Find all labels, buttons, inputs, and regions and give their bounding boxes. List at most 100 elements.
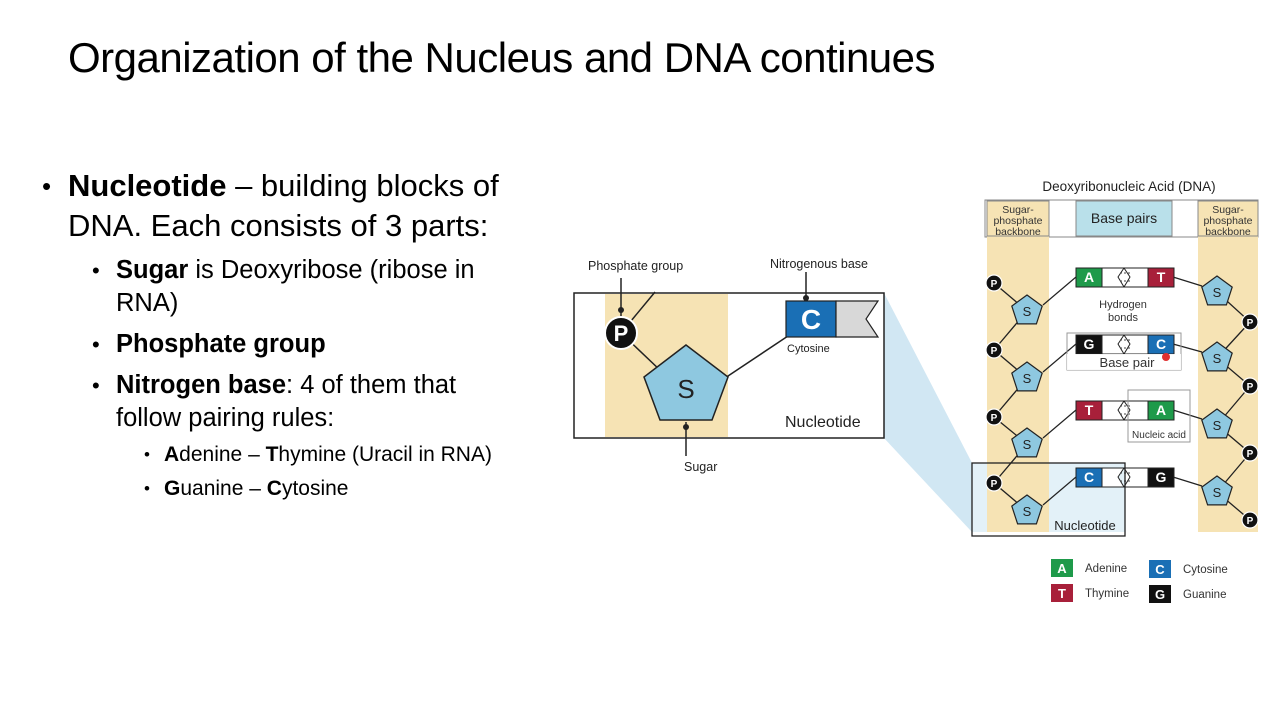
legend-letter-cytosine: C xyxy=(1155,562,1165,577)
base-tab-right xyxy=(1123,267,1149,288)
nitrogenous-base-label: Nitrogenous base xyxy=(770,257,868,271)
bullet-phosphate: • Phosphate group xyxy=(92,330,326,358)
left-backbone-label-3: backbone xyxy=(995,226,1041,238)
bullet-nitrogen: • Nitrogen base: 4 of them that follow p… xyxy=(92,371,457,432)
cytosine-label: Cytosine xyxy=(787,343,830,355)
right-phosphate-1 xyxy=(1241,377,1259,395)
bullet-pair-at: • Adenine – Thymine (Uracil in RNA) xyxy=(144,443,492,466)
base-tab-left xyxy=(1101,467,1125,488)
nucleotide-desc-1: – building blocks of xyxy=(226,168,499,203)
left-phosphate-1 xyxy=(985,341,1003,359)
sugar-label: Sugar xyxy=(684,460,717,474)
nucleotide-box-label: Nucleotide xyxy=(785,414,861,431)
base-letter-right: G xyxy=(1156,469,1167,485)
pair-g-letter: G xyxy=(164,477,181,500)
right-sugar-2 xyxy=(1201,408,1233,439)
base-tab-left xyxy=(1101,400,1125,421)
left-phosphate-2 xyxy=(985,408,1003,426)
legend-name-guanine: Guanine xyxy=(1183,589,1226,601)
left-sugar-2 xyxy=(1011,427,1043,458)
left-phosphate-0-letter: P xyxy=(991,279,998,290)
base-pairs-header-box xyxy=(1075,200,1173,237)
base-letter-right: T xyxy=(1157,269,1166,285)
pair-t-letter: T xyxy=(265,443,279,466)
base-G-right xyxy=(1147,467,1175,488)
base-pair-label: Base pair xyxy=(1100,355,1156,370)
nucleotide-highlight-box xyxy=(971,462,1126,537)
sugar-letter: S xyxy=(677,374,694,404)
cursor-dot xyxy=(1162,353,1170,361)
phosphate-term: Phosphate group xyxy=(116,330,326,358)
right-sugar-2-letter: S xyxy=(1213,418,1222,433)
base-tab-left xyxy=(1101,334,1125,355)
right-sugar-0-letter: S xyxy=(1213,285,1222,300)
left-phosphate-3-letter: P xyxy=(991,479,998,490)
legend-name-thymine: Thymine xyxy=(1085,588,1129,600)
dna-nucleotide-label: Nucleotide xyxy=(1054,518,1115,533)
base-tab-left xyxy=(1101,267,1125,288)
left-sugar-1-letter: S xyxy=(1023,371,1032,386)
legend-swatch-adenine xyxy=(1051,559,1073,577)
base-letter-left: G xyxy=(1084,336,1095,352)
legend-name-adenine: Adenine xyxy=(1085,563,1127,575)
base-c-box xyxy=(785,300,837,338)
right-backbone-label-3: backbone xyxy=(1205,226,1251,238)
phosphate-circle xyxy=(604,316,638,350)
left-sugar-2-letter: S xyxy=(1023,437,1032,452)
base-tab-right xyxy=(1123,467,1149,488)
left-backbone-label-2: phosphate xyxy=(993,215,1042,227)
right-phosphate-1-letter: P xyxy=(1247,382,1254,393)
right-phosphate-3 xyxy=(1241,511,1259,529)
zoom-funnel-edge xyxy=(884,293,972,532)
legend-swatch-thymine xyxy=(1051,584,1073,602)
left-sugar-1 xyxy=(1011,361,1043,392)
base-letter-left: C xyxy=(1084,469,1094,485)
base-pairs-header: Base pairs xyxy=(1091,210,1157,226)
right-backbone-label-1: Sugar- xyxy=(1212,204,1244,216)
right-connector xyxy=(1172,276,1203,287)
left-sugar-0 xyxy=(1011,294,1043,325)
pair-c-rest: ytosine xyxy=(281,477,349,500)
right-connector xyxy=(1172,343,1203,353)
base-A-right xyxy=(1147,400,1175,421)
left-connector xyxy=(1042,476,1077,506)
left-phosphate-0 xyxy=(985,274,1003,292)
legend-letter-thymine: T xyxy=(1058,586,1066,601)
legend-swatch-cytosine xyxy=(1149,560,1171,578)
right-sugar-1-letter: S xyxy=(1213,351,1222,366)
right-sugar-1 xyxy=(1201,341,1233,372)
sugar-desc-1: is Deoxyribose (ribose in xyxy=(188,256,475,284)
phosphate-group-label: Phosphate group xyxy=(588,259,683,273)
right-phosphate-3-letter: P xyxy=(1247,516,1254,527)
right-connector xyxy=(1172,409,1203,420)
hydrogen-bonds-label-1: Hydrogen xyxy=(1099,299,1147,311)
phosphate-letter: P xyxy=(614,321,629,346)
right-sugar-3-letter: S xyxy=(1213,485,1222,500)
base-letter-left: A xyxy=(1084,269,1094,285)
legend-letter-adenine: A xyxy=(1057,561,1067,576)
nitrogen-desc-1: : 4 of them that xyxy=(286,371,457,399)
hydrogen-bonds-label-2: bonds xyxy=(1108,312,1138,324)
bullet-sugar: • Sugar is Deoxyribose (ribose in RNA) xyxy=(92,256,475,317)
right-backbone-label-2: phosphate xyxy=(1203,215,1252,227)
left-phosphate-1-letter: P xyxy=(991,346,998,357)
sugar-pentagon xyxy=(643,344,729,421)
nucleic-acid-label: Nucleic acid xyxy=(1132,430,1186,441)
slide-title: Organization of the Nucleus and DNA cont… xyxy=(68,34,936,81)
right-phosphate-2 xyxy=(1241,444,1259,462)
left-connector xyxy=(1042,409,1077,439)
right-connector xyxy=(1172,476,1203,487)
pair-a-rest: denine – xyxy=(179,443,266,466)
left-sugar-3 xyxy=(1011,494,1043,525)
base-letter-right: A xyxy=(1156,402,1166,418)
base-letter-left: T xyxy=(1085,402,1094,418)
base-letter-right: C xyxy=(1156,336,1166,352)
left-sugar-0-letter: S xyxy=(1023,304,1032,319)
pair-t-rest: hymine (Uracil in RNA) xyxy=(278,443,492,466)
base-T-right xyxy=(1147,267,1175,288)
right-sugar-3 xyxy=(1201,475,1233,506)
left-backbone-label-1: Sugar- xyxy=(1002,204,1034,216)
